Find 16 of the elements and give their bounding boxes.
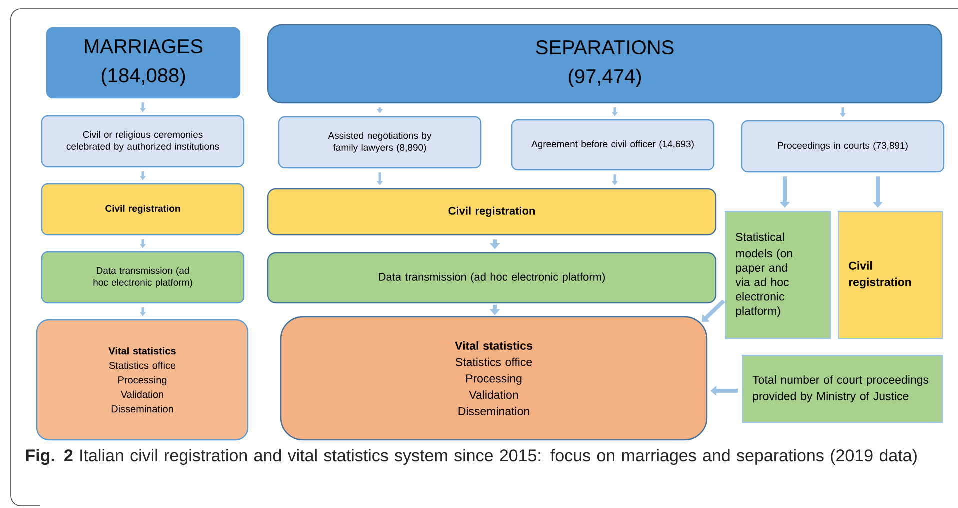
caption: Fig. 2 Italian civil registration and vital statistics system since 2015: focus on marriages and separations (2019 data) [26, 449, 917, 466]
process-box: Total number of court proceedings provided by Ministry of Justice [742, 355, 944, 424]
process-box: Data transmission (ad hoc electronic platform) [41, 251, 245, 304]
process-box: Civil registration [267, 188, 717, 236]
process-box: Data transmission (ad hoc electronic platform) [267, 252, 717, 304]
process-box: Statistical models (on paper and via ad hoc electronic platform) [725, 211, 832, 340]
process-box: Vital statistics Statistics office Processing Validation Dissemination [36, 319, 249, 441]
process-box: Proceedings in courts (73,891) [741, 120, 945, 173]
process-box: Civil registration [41, 183, 245, 236]
process-box: Civil or religious ceremonies celebrated by authorized institutions [41, 115, 245, 168]
title-box: SEPARATIONS (97,474) [267, 24, 943, 104]
process-box: Assisted negotiations by family lawyers (8,890) [278, 116, 482, 169]
title-box: MARRIAGES (184,088) [46, 27, 241, 99]
process-box: Civil registration [838, 211, 944, 340]
process-box: Vital statistics Statistics office Processing Validation Dissemination [280, 316, 708, 441]
process-box: Agreement before civil officer (14,693) [511, 119, 715, 171]
